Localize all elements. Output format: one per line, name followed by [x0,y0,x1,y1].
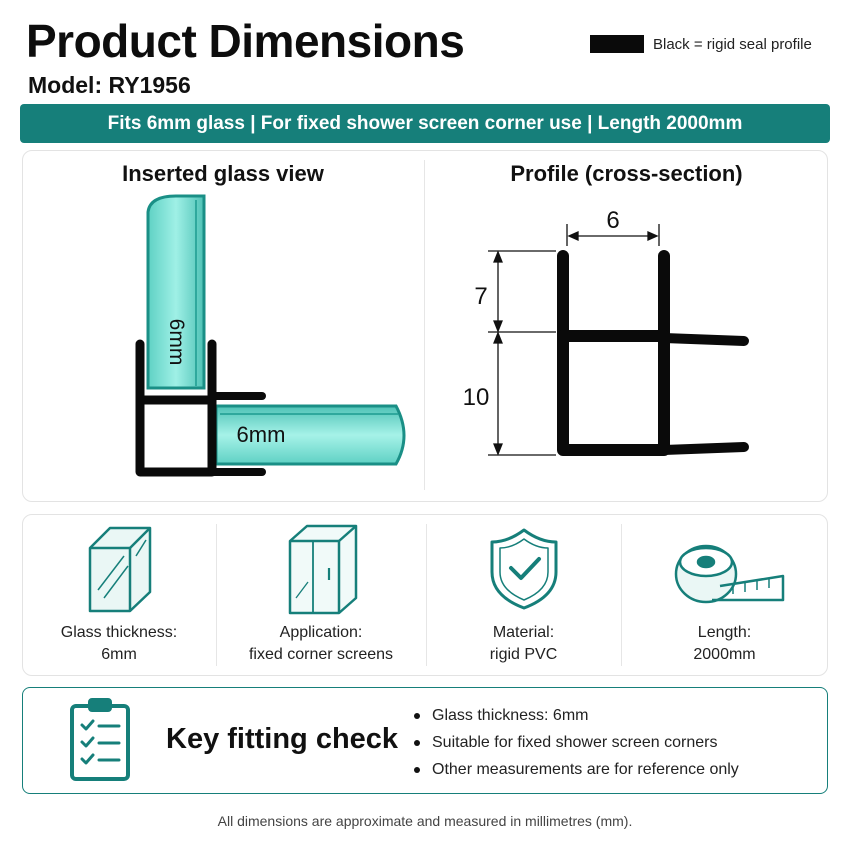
spec-banner: Fits 6mm glass | For fixed shower screen… [20,104,830,143]
width-dimension [566,224,660,246]
list-item: Other measurements are for reference onl… [414,756,739,783]
profile-upper-height-label: 7 [474,283,487,310]
profile-width-label: 6 [606,207,619,234]
feature-line1: Glass thickness: [60,624,178,641]
feature-divider [426,524,427,666]
legend-swatch [590,35,644,53]
fitting-check-icon-svg [70,698,130,781]
feature-line1: Length: [697,624,752,641]
horizontal-glass-label: 6mm [237,422,286,447]
shield-check-icon [490,528,558,610]
inserted-glass-diagram [135,194,406,477]
list-item: Suitable for fixed shower screen corners [414,729,739,756]
page-title: Product Dimensions [26,15,465,67]
feature-divider [216,524,217,666]
diagrams-svg: 6mm 6mm 6 7 10 [135,194,749,477]
fitting-check-list: Glass thickness: 6mm Suitable for fixed … [414,702,739,783]
bullet-icon [414,739,420,746]
feature-line2: 2000mm [693,646,756,663]
glass-pane-icon [88,526,152,613]
model-number: Model: RY1956 [28,72,191,98]
seal-profile-inserted [135,339,266,477]
list-item-text: Glass thickness: 6mm [432,707,589,724]
feature-length: Length: 2000mm [621,622,828,666]
list-item-text: Other measurements are for reference onl… [432,761,739,778]
profile-lower-height-label: 10 [463,384,490,411]
bullet-icon [414,766,420,773]
tape-measure-icon [674,544,785,604]
feature-application: Application: fixed corner screens [216,622,426,666]
inserted-view-title: Inserted glass view [122,161,324,186]
bullet-icon [414,712,420,719]
feature-material: Material: rigid PVC [426,622,621,666]
vertical-glass-label: 6mm [165,319,188,366]
feature-divider [621,524,622,666]
horizontal-glass-pane [214,404,406,466]
feature-glass-thickness: Glass thickness: 6mm [22,622,216,666]
height-dimensions [488,250,556,456]
profile-view-title: Profile (cross-section) [510,161,743,186]
legend-text: Black = rigid seal profile [653,35,812,53]
shower-enclosure-icon [288,524,358,615]
clipboard-checklist-icon [70,698,130,781]
list-item-text: Suitable for fixed shower screen corners [432,734,718,751]
feature-line1: Application: [279,624,363,641]
footnote: All dimensions are approximate and measu… [217,813,633,829]
features-panel [22,514,828,676]
feature-icons-svg [88,524,785,615]
list-item: Glass thickness: 6mm [414,702,739,729]
legend: Black = rigid seal profile [590,35,812,53]
fitting-check-panel [22,687,828,794]
feature-line1: Material: [492,624,555,641]
seal-profile-section [557,250,749,456]
feature-line2: fixed corner screens [248,646,394,663]
panel-divider [424,160,425,490]
profile-cross-section [488,224,749,456]
feature-line2: 6mm [101,646,137,663]
fitting-check-title: Key fitting check [166,723,399,755]
vertical-glass-pane [146,194,206,390]
feature-line2: rigid PVC [489,646,558,663]
